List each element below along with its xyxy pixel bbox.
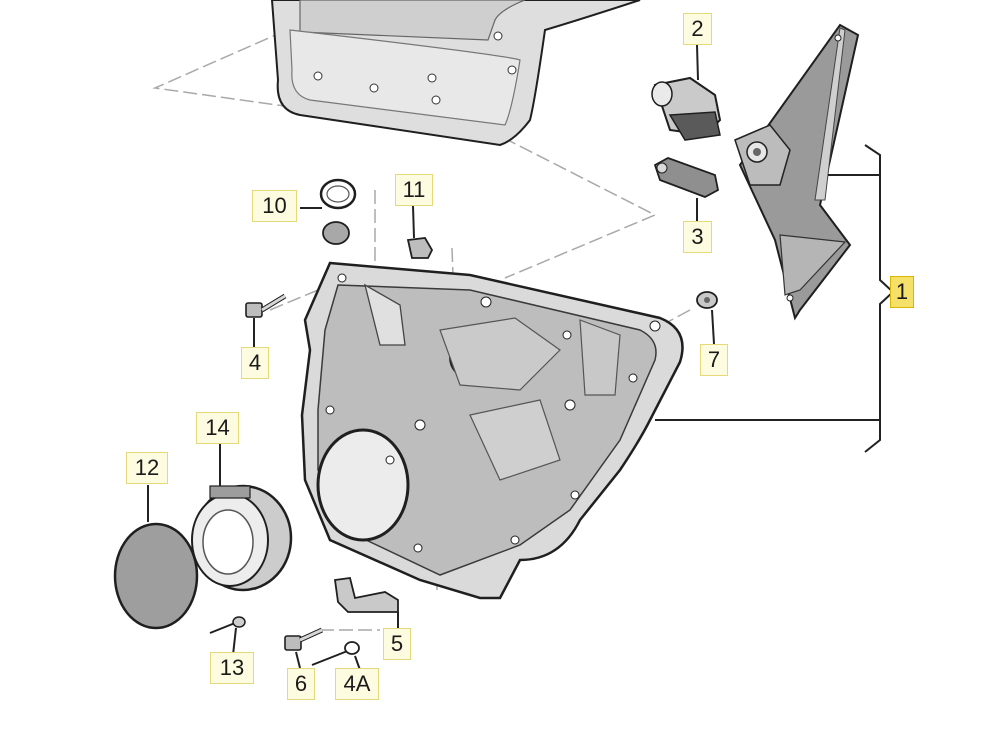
speaker-housing [191,484,293,592]
callout-11[interactable]: 11 [395,174,433,206]
callout-10[interactable]: 10 [252,190,297,222]
crank-arm [653,157,720,198]
window-motor [651,76,722,141]
leader-lines [147,44,715,671]
speaker-grille-disc [113,522,199,630]
callout-3[interactable]: 3 [683,221,712,253]
bolt [245,293,287,318]
callout-14[interactable]: 14 [196,412,239,444]
callout-7[interactable]: 7 [700,344,728,376]
callout-13[interactable]: 13 [210,652,254,684]
callout-6[interactable]: 6 [287,668,315,700]
callout-4A[interactable]: 4A [335,668,379,700]
rivet-nut [696,291,718,309]
callout-12[interactable]: 12 [126,452,168,484]
callout-4[interactable]: 4 [241,347,269,379]
door-carrier-plate [300,261,684,600]
callout-2[interactable]: 2 [683,13,712,45]
callout-1[interactable]: 1 [890,276,914,308]
window-regulator-rail [734,23,860,321]
plastic-clip [406,237,434,259]
mounting-bracket [333,577,399,613]
screw [209,616,246,634]
pin-screw [311,641,360,666]
bolt-lower [284,627,324,651]
cover-cap [319,178,357,245]
door-panel [270,0,641,147]
callout-5[interactable]: 5 [383,628,411,660]
